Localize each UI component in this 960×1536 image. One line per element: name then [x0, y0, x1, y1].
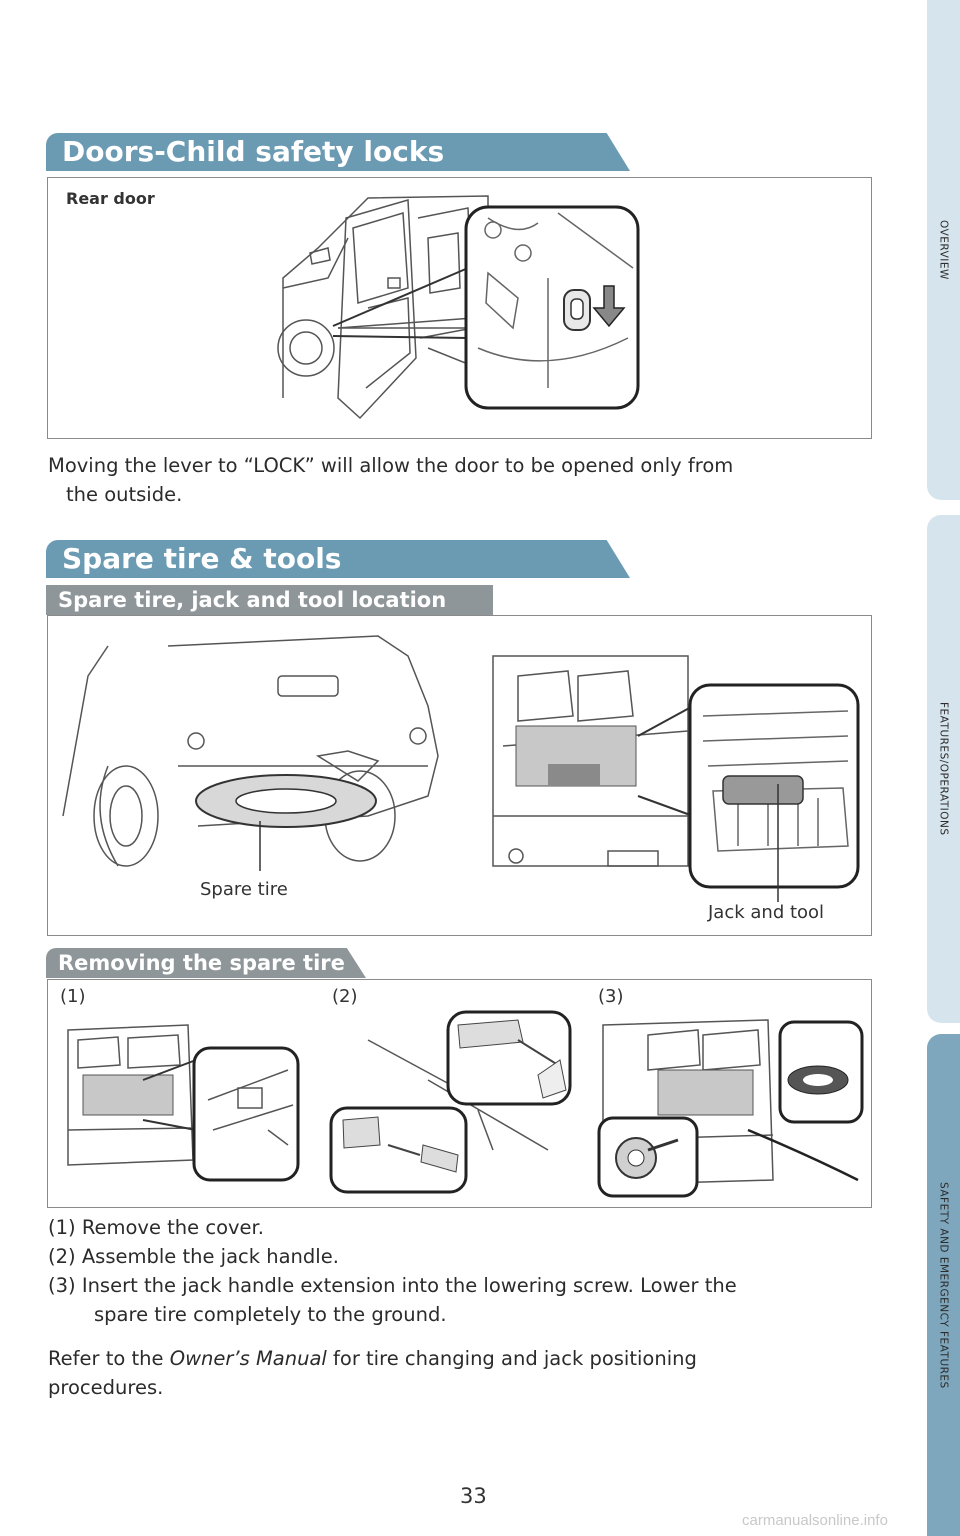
tab-safety-label: SAFETY AND EMERGENCY FEATURES: [937, 1181, 950, 1389]
tab-overview[interactable]: OVERVIEW: [927, 0, 960, 500]
figure-rear-door: Rear door: [47, 177, 872, 439]
page-number: 33: [460, 1484, 487, 1508]
label-spare-tire: Spare tire: [200, 879, 288, 900]
subsection-banner-removing: Removing the spare tire: [46, 948, 366, 978]
step-2: (2) Assemble the jack handle.: [48, 1245, 339, 1268]
tab-safety-emergency[interactable]: SAFETY AND EMERGENCY FEATURES: [927, 1034, 960, 1536]
child-lock-line2: the outside.: [66, 483, 183, 506]
step-3-cont: spare tire completely to the ground.: [94, 1303, 447, 1326]
refer-note: Refer to the Owner’s Manual for tire cha…: [48, 1344, 868, 1402]
subsection-title: Spare tire, jack and tool location: [58, 588, 447, 612]
child-lock-instruction: Moving the lever to “LOCK” will allow th…: [48, 451, 848, 509]
figure-tire-location: Spare tire Jack and tool: [47, 615, 872, 936]
step-label-3: (3): [598, 986, 624, 1007]
subsection-title: Removing the spare tire: [58, 951, 345, 975]
refer-suffix: for tire changing and jack positioning: [326, 1347, 697, 1370]
figure-caption: Rear door: [66, 189, 155, 208]
subsection-banner-location: Spare tire, jack and tool location: [46, 585, 493, 615]
tab-features-operations[interactable]: FEATURES/OPERATIONS: [927, 515, 960, 1023]
section-banner-spare-tire: Spare tire & tools: [46, 540, 630, 578]
removing-steps-illustration: [67, 1010, 864, 1198]
refer-manual: Owner’s Manual: [169, 1347, 327, 1370]
tab-features-label: FEATURES/OPERATIONS: [937, 702, 950, 836]
refer-prefix: Refer to the: [48, 1347, 170, 1370]
step-3: (3) Insert the jack handle extension int…: [48, 1274, 737, 1297]
rear-door-illustration: [277, 195, 640, 420]
tab-overview-label: OVERVIEW: [937, 220, 950, 280]
section-banner-child-locks: Doors-Child safety locks: [46, 133, 630, 171]
spare-tire-location-illustration: [62, 635, 860, 902]
figure-removing-steps: (1) (2) (3): [47, 979, 872, 1208]
step-1: (1) Remove the cover.: [48, 1216, 264, 1239]
label-jack-and-tool: Jack and tool: [708, 902, 825, 923]
section-title: Spare tire & tools: [62, 542, 342, 575]
watermark: carmanualsonline.info: [742, 1512, 888, 1529]
step-label-2: (2): [332, 986, 358, 1007]
refer-line2: procedures.: [48, 1376, 164, 1399]
section-title: Doors-Child safety locks: [62, 135, 445, 168]
step-label-1: (1): [60, 986, 86, 1007]
removal-steps: (1) Remove the cover. (2) Assemble the j…: [48, 1213, 868, 1329]
child-lock-line1: Moving the lever to “LOCK” will allow th…: [48, 454, 734, 477]
